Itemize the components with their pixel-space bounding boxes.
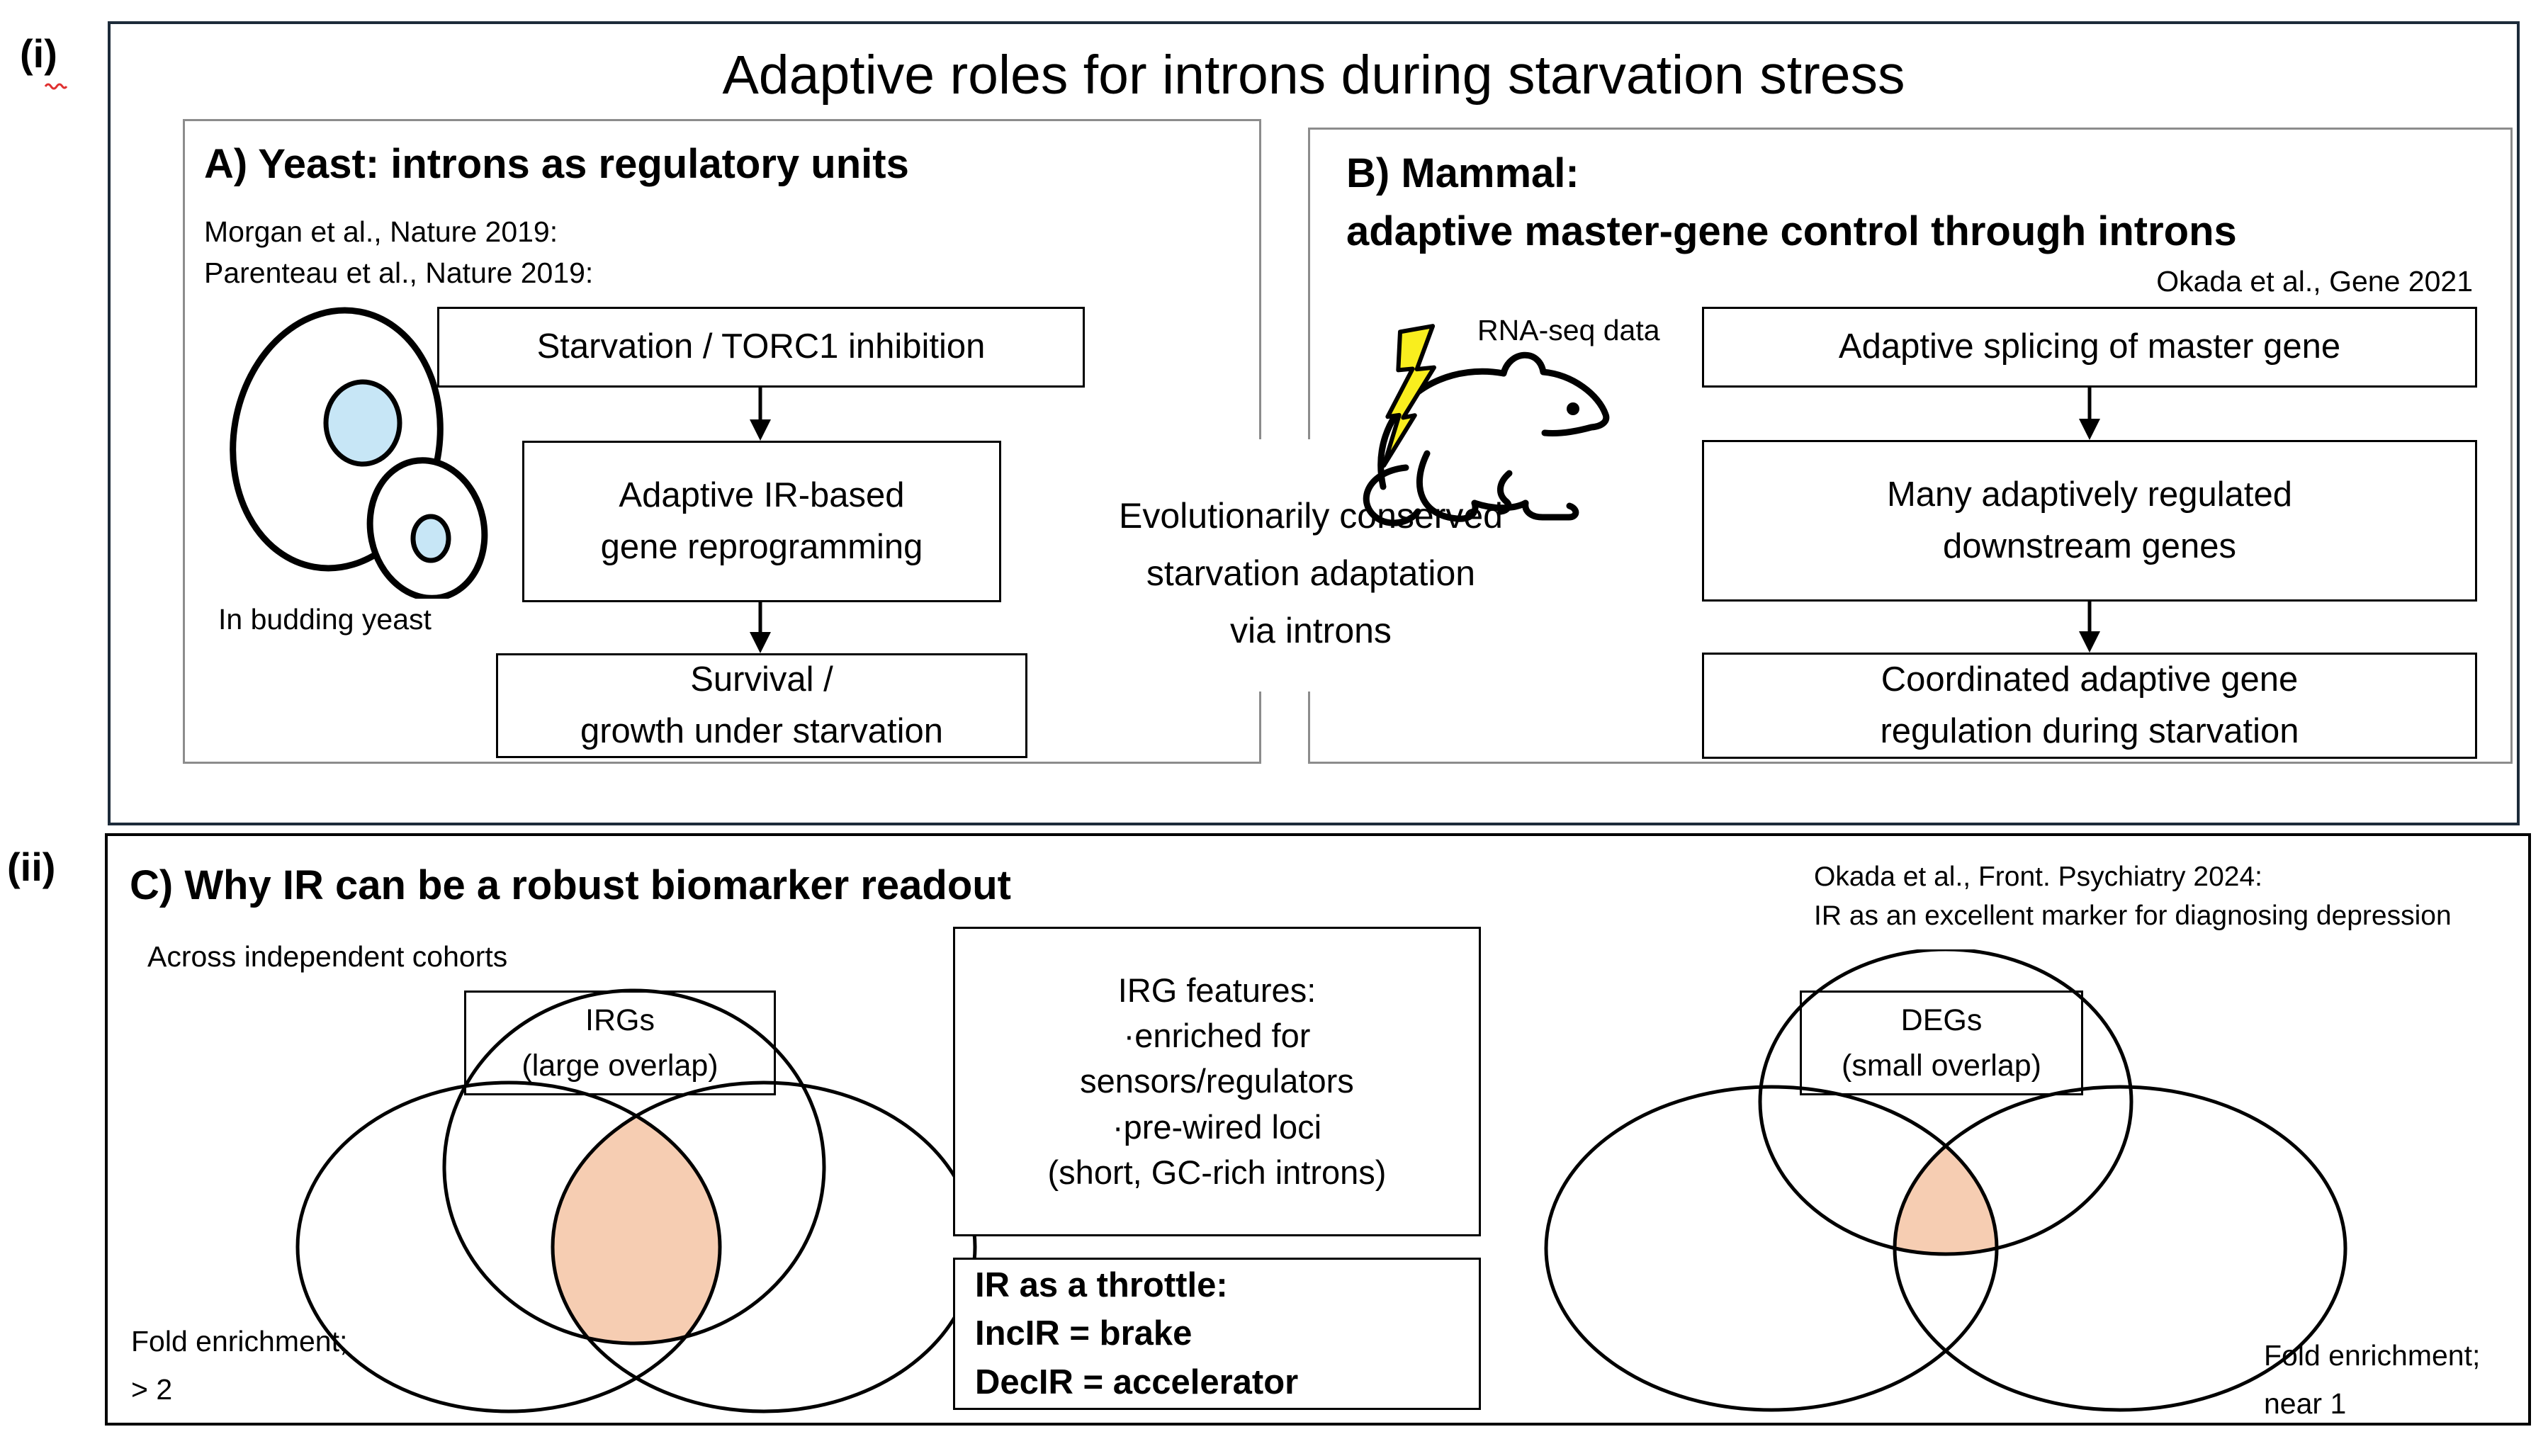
flow-box-survival: Survival / growth under starvation bbox=[496, 653, 1027, 758]
panel-a-citation-1: Morgan et al., Nature 2019: bbox=[204, 215, 558, 248]
section-i-label: (i) bbox=[20, 31, 57, 76]
fold-enrichment-right: Fold enrichment; near 1 bbox=[2264, 1332, 2480, 1428]
panel-c-citation-line2: IR as an excellent marker for diagnosing… bbox=[1814, 901, 2452, 932]
irg-features-line: ·enriched for bbox=[1123, 1016, 1311, 1054]
irg-features-box: IRG features: ·enriched for sensors/regu… bbox=[953, 927, 1481, 1236]
irgs-label-line1: IRGs bbox=[585, 1003, 655, 1037]
down-arrow-icon bbox=[2079, 602, 2100, 653]
cohorts-label: Across independent cohorts bbox=[147, 940, 508, 973]
mouse-with-lightning-icon bbox=[1363, 324, 1610, 526]
degs-label-line2: (small overlap) bbox=[1842, 1049, 2041, 1083]
irgs-label-line2: (large overlap) bbox=[522, 1049, 718, 1083]
figure-title: Adaptive roles for introns during starva… bbox=[722, 45, 1905, 106]
ir-throttle-box: IR as a throttle: IncIR = brake DecIR = … bbox=[953, 1258, 1481, 1410]
section-ii-frame bbox=[105, 833, 2531, 1426]
flow-box-line: growth under starvation bbox=[580, 712, 944, 750]
throttle-line: DecIR = accelerator bbox=[975, 1362, 1299, 1401]
red-squiggle-icon bbox=[44, 83, 68, 90]
yeast-nucleus-large bbox=[323, 379, 402, 467]
center-text-line: via introns bbox=[1230, 611, 1392, 650]
down-arrow-icon bbox=[2079, 388, 2100, 440]
flow-box-starvation-torc1: Starvation / TORC1 inhibition bbox=[437, 307, 1085, 388]
lightning-bolt-icon bbox=[1382, 324, 1437, 468]
irg-features-line: IRG features: bbox=[1117, 971, 1317, 1009]
flow-box-line: Adaptive IR-based bbox=[619, 475, 905, 514]
flow-box-line: downstream genes bbox=[1942, 527, 2236, 565]
section-i-frame bbox=[108, 21, 2520, 825]
mouse-eye bbox=[1567, 402, 1579, 415]
down-arrow-icon bbox=[750, 388, 771, 441]
fold-right-line1: Fold enrichment; bbox=[2264, 1339, 2481, 1372]
panel-b-heading-2: adaptive master-gene control through int… bbox=[1346, 208, 2237, 254]
fold-left-line2: > 2 bbox=[131, 1372, 173, 1406]
flow-box-line: regulation during starvation bbox=[1880, 712, 2299, 750]
flow-box-line: Many adaptively regulated bbox=[1886, 475, 2293, 514]
center-text-line: Evolutionarily conserved bbox=[1119, 496, 1503, 536]
panel-a-citation-2: Parenteau et al., Nature 2019: bbox=[204, 256, 594, 289]
center-text-line: starvation adaptation bbox=[1146, 553, 1476, 593]
flow-box-coordinated-regulation: Coordinated adaptive gene regulation dur… bbox=[1702, 653, 2477, 759]
fold-left-line1: Fold enrichment; bbox=[131, 1325, 348, 1358]
degs-label-line1: DEGs bbox=[1900, 1003, 1983, 1037]
yeast-caption: In budding yeast bbox=[218, 603, 432, 636]
throttle-line: IncIR = brake bbox=[975, 1314, 1193, 1353]
fold-enrichment-left: Fold enrichment; > 2 bbox=[131, 1318, 347, 1413]
panel-b-heading-1: B) Mammal: bbox=[1346, 150, 1579, 196]
down-arrow-icon bbox=[750, 602, 771, 653]
flow-box-ir-reprogramming: Adaptive IR-based gene reprogramming bbox=[522, 441, 1001, 602]
flow-box-line: Coordinated adaptive gene bbox=[1881, 660, 2299, 699]
flow-box-downstream-genes: Many adaptively regulated downstream gen… bbox=[1702, 440, 2477, 602]
irgs-label-box: IRGs (large overlap) bbox=[464, 991, 776, 1095]
flow-box-line: Survival / bbox=[690, 660, 833, 699]
venn-degs-small-overlap bbox=[1544, 949, 2347, 1412]
panel-c-citation: Okada et al., Front. Psychiatry 2024: IR… bbox=[1814, 857, 2522, 936]
irg-features-line: sensors/regulators bbox=[1080, 1062, 1354, 1100]
yeast-nucleus-small bbox=[410, 514, 451, 563]
panel-c-citation-line1: Okada et al., Front. Psychiatry 2024: bbox=[1814, 862, 2262, 892]
throttle-line: IR as a throttle: bbox=[975, 1265, 1228, 1304]
panel-b-citation: Okada et al., Gene 2021 bbox=[2156, 265, 2473, 298]
fold-right-line2: near 1 bbox=[2264, 1387, 2347, 1420]
degs-label-box: DEGs (small overlap) bbox=[1800, 991, 2083, 1095]
panel-a-heading: A) Yeast: introns as regulatory units bbox=[204, 141, 909, 187]
flow-box-line: Starvation / TORC1 inhibition bbox=[536, 327, 986, 366]
venn-overlap-fill bbox=[553, 1083, 720, 1343]
rnaseq-label: RNA-seq data bbox=[1477, 314, 1660, 346]
center-conserved-text: Evolutionarily conserved starvation adap… bbox=[988, 487, 1633, 660]
budding-yeast-icon bbox=[230, 307, 488, 599]
irg-features-line: ·pre-wired loci bbox=[1112, 1107, 1322, 1146]
section-ii-label: (ii) bbox=[7, 845, 56, 889]
panel-c-heading: C) Why IR can be a robust biomarker read… bbox=[130, 862, 1011, 908]
flow-box-line: Adaptive splicing of master gene bbox=[1838, 327, 2341, 366]
flow-box-line: gene reprogramming bbox=[600, 528, 923, 566]
irg-features-line: (short, GC-rich introns) bbox=[1047, 1153, 1387, 1192]
flow-box-adaptive-splicing: Adaptive splicing of master gene bbox=[1702, 307, 2477, 388]
panel-gap-mask bbox=[1251, 439, 1319, 692]
